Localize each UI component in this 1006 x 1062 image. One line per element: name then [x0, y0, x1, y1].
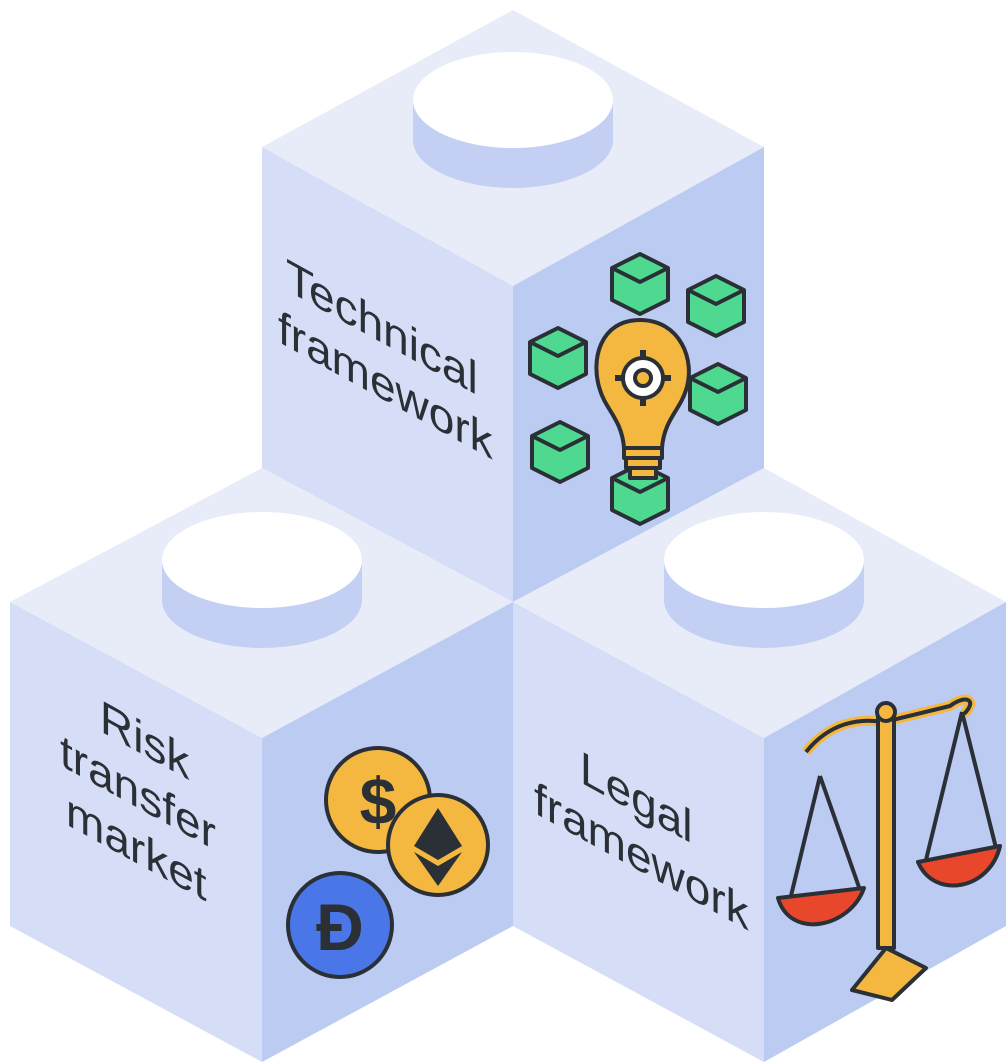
balance-scale-icon — [776, 694, 1002, 1002]
lightbulb-gear-with-blocks-icon — [528, 252, 748, 526]
left-cube: Risk transfer market $ ♦ Ð — [0, 0, 513, 1062]
svg-text:Ð: Ð — [316, 890, 364, 964]
crypto-coins-icon: $ ♦ Ð — [0, 0, 490, 979]
left-cube-left-face — [10, 602, 262, 1062]
right-cube: Legal framework — [513, 468, 1006, 1062]
top-cube-left-face — [262, 147, 513, 602]
ethereum-coin: ♦ — [0, 0, 490, 897]
dogecoin-coin: Ð — [286, 871, 394, 979]
svg-text:♦: ♦ — [0, 0, 1, 1]
top-cube-stud — [413, 52, 613, 188]
right-cube-left-face — [513, 602, 764, 1062]
left-cube-stud — [162, 512, 362, 648]
right-cube-stud — [664, 512, 864, 648]
top-cube: Technical framework — [262, 10, 764, 602]
